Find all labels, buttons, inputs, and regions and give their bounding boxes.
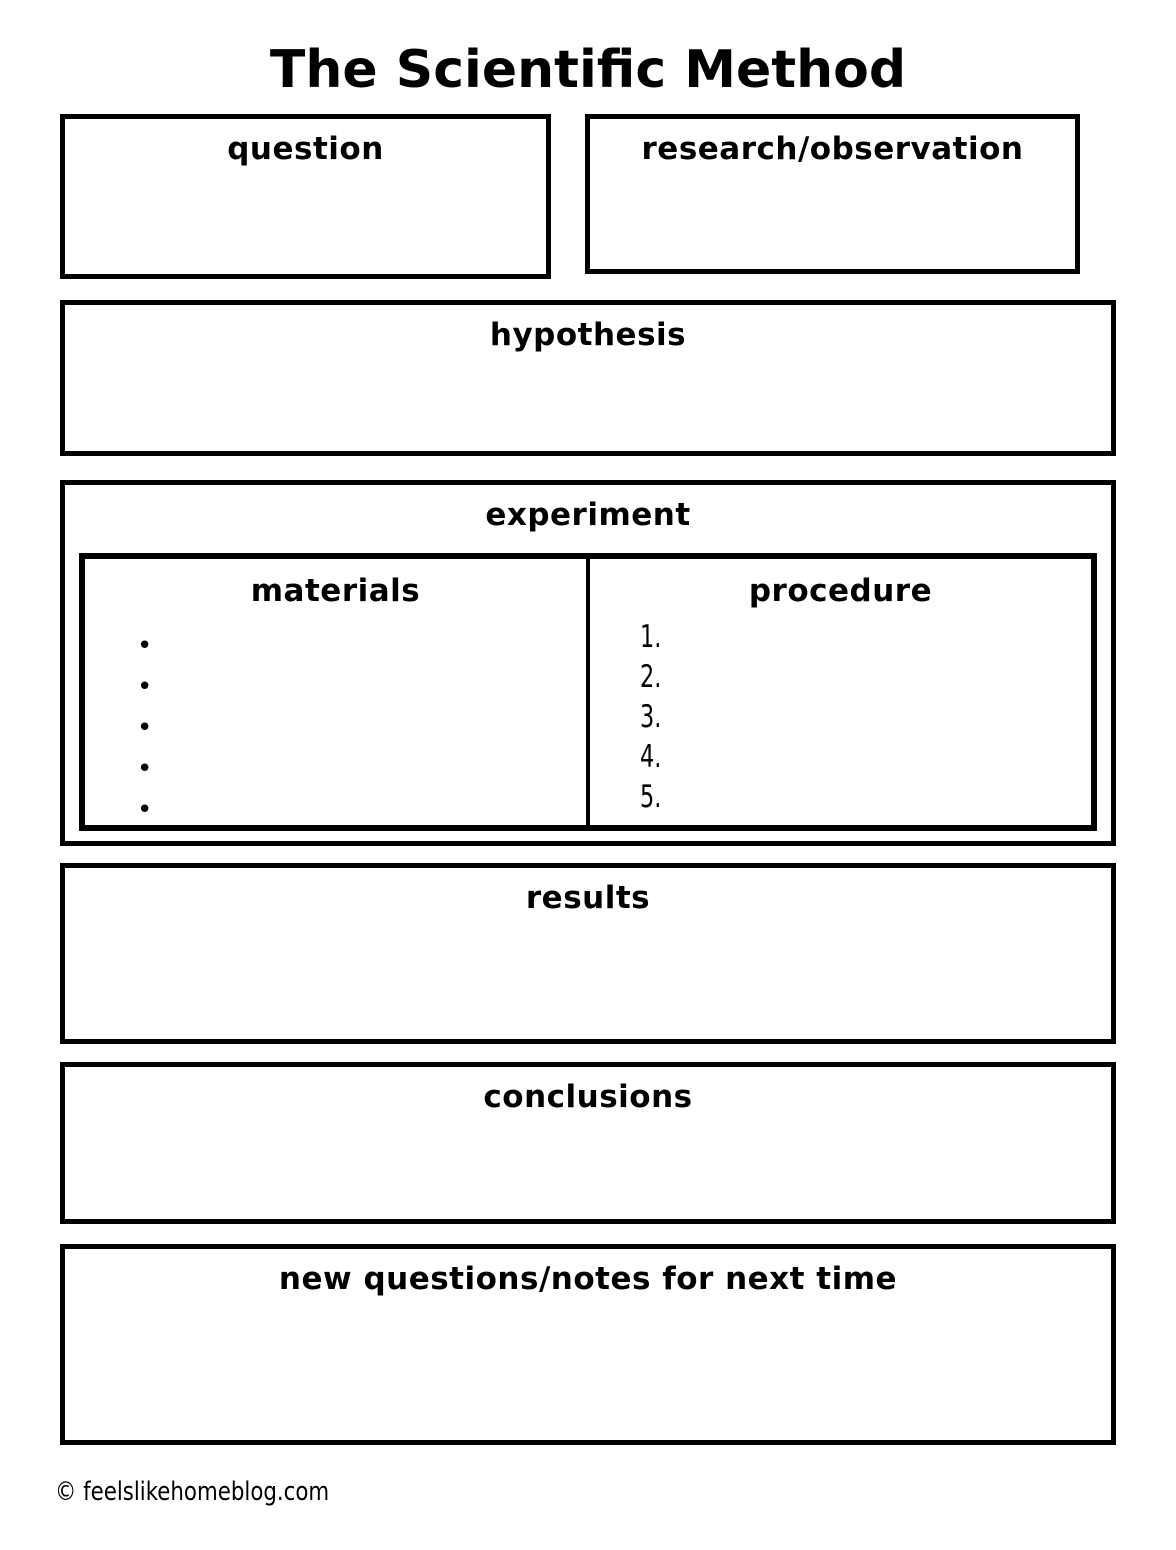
- footer-credit: © feelslikehomeblog.com: [55, 1477, 1176, 1507]
- experiment-label: experiment: [485, 497, 691, 533]
- procedure-number-text: 2.: [640, 659, 662, 695]
- bullet-icon: •: [137, 794, 153, 825]
- experiment-box: experiment materials • • • • • procedure: [60, 480, 1116, 846]
- hypothesis-box: hypothesis: [60, 300, 1116, 456]
- results-label: results: [525, 880, 651, 916]
- question-label: question: [227, 131, 384, 167]
- top-row: question research/observation: [60, 114, 1116, 279]
- procedure-number-text: 1.: [640, 619, 662, 655]
- bullet-icon: •: [137, 630, 153, 661]
- materials-bullet: •: [85, 707, 586, 748]
- procedure-label: procedure: [748, 573, 933, 609]
- procedure-number: 3.: [590, 697, 1091, 737]
- materials-bullet-list: • • • • •: [85, 625, 586, 830]
- new-questions-label: new questions/notes for next time: [278, 1261, 898, 1297]
- materials-bullet: •: [85, 666, 586, 707]
- materials-column: materials • • • • •: [85, 559, 590, 825]
- procedure-number-text: 5.: [640, 779, 662, 815]
- procedure-number: 4.: [590, 737, 1091, 777]
- worksheet-content: question research/observation hypothesis…: [60, 114, 1116, 1445]
- results-box: results: [60, 863, 1116, 1044]
- materials-bullet: •: [85, 625, 586, 666]
- new-questions-box: new questions/notes for next time: [60, 1244, 1116, 1445]
- procedure-number: 2.: [590, 657, 1091, 697]
- procedure-number: 1.: [590, 617, 1091, 657]
- procedure-number-list: 1. 2. 3. 4. 5.: [590, 617, 1091, 817]
- experiment-table: materials • • • • • procedure 1. 2. 3.: [79, 553, 1097, 831]
- research-observation-label: research/observation: [641, 131, 1024, 167]
- page-title: The Scientific Method: [269, 40, 907, 100]
- conclusions-box: conclusions: [60, 1062, 1116, 1224]
- procedure-number-text: 4.: [640, 739, 662, 775]
- materials-label: materials: [250, 573, 421, 609]
- bullet-icon: •: [137, 712, 153, 743]
- question-box: question: [60, 114, 551, 279]
- bullet-icon: •: [137, 671, 153, 702]
- research-observation-box: research/observation: [585, 114, 1080, 274]
- procedure-number: 5.: [590, 777, 1091, 817]
- procedure-column: procedure 1. 2. 3. 4. 5.: [590, 559, 1091, 825]
- conclusions-label: conclusions: [483, 1079, 693, 1115]
- hypothesis-label: hypothesis: [489, 317, 687, 353]
- procedure-number-text: 3.: [640, 699, 662, 735]
- bullet-icon: •: [137, 753, 153, 784]
- materials-bullet: •: [85, 748, 586, 789]
- footer-credit-text: © feelslikehomeblog.com: [55, 1477, 330, 1507]
- materials-bullet: •: [85, 789, 586, 830]
